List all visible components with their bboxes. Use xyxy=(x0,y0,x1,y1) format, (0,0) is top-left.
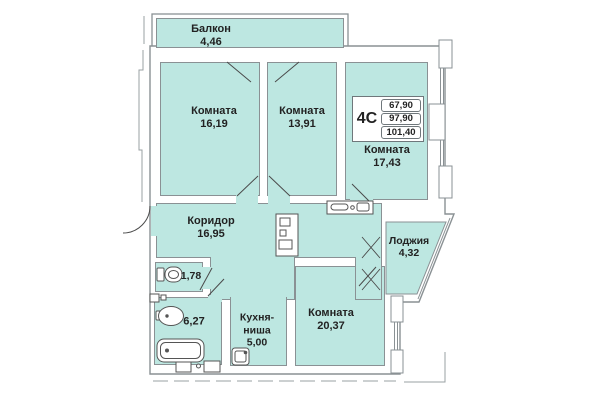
bathtub-icon xyxy=(156,338,205,363)
entrance-door-arc xyxy=(122,205,151,234)
room-area-label: 17,43 xyxy=(373,157,401,169)
label-kitchen: Кухня-ниша 5,00 xyxy=(232,311,282,349)
room-area-label: 20,37 xyxy=(317,320,345,332)
room-name-label: Кухня-ниша xyxy=(239,311,275,336)
label-loggia: Лоджия 4,32 xyxy=(389,235,429,259)
unit-area-values: 67,90 97,90 101,40 xyxy=(381,99,421,140)
room-area-label: 5,00 xyxy=(246,336,268,349)
door-swing-line xyxy=(207,278,225,297)
label-room-1: Комната 16,19 xyxy=(191,105,237,131)
unit-area-value: 97,90 xyxy=(381,112,421,126)
room-area-label: 13,91 xyxy=(288,118,316,130)
balcony-door-swing-line xyxy=(226,61,300,83)
door-opening xyxy=(208,295,222,302)
door-swing-line xyxy=(358,266,377,287)
room-name-label: Комната xyxy=(308,307,354,319)
room-loggia xyxy=(385,221,447,295)
window-glazing-right xyxy=(440,68,444,166)
room-area-label: 4,46 xyxy=(200,36,222,48)
door-swing-line xyxy=(199,267,213,291)
door-swing-line xyxy=(268,175,291,197)
door-opening xyxy=(236,195,258,204)
wall-pier xyxy=(428,103,446,141)
room-name-label: Комната xyxy=(364,144,410,156)
room-name-label: Балкон xyxy=(191,23,231,35)
kitchen-sink-icon xyxy=(231,347,250,366)
entrance-opening xyxy=(151,206,157,236)
room-area-label: 16,95 xyxy=(197,228,225,240)
label-room-4: Комната 20,37 xyxy=(308,307,354,333)
wall-pilaster xyxy=(438,39,453,69)
cabinet-icon xyxy=(275,213,299,257)
unit-info-box: 4С 67,90 97,90 101,40 xyxy=(352,96,424,142)
window-glazing-room4 xyxy=(394,322,398,350)
room-balcony xyxy=(156,18,344,48)
wall-pilaster xyxy=(438,165,453,199)
room-name-label: Лоджия xyxy=(388,235,430,247)
sink-icon xyxy=(155,306,184,326)
door-swing-line xyxy=(236,175,259,197)
shelf-icon xyxy=(149,293,167,303)
label-balcony: Балкон 4,46 xyxy=(191,23,231,49)
loggia-window-glazing xyxy=(417,217,451,300)
label-room-2: Комната 13,91 xyxy=(279,105,325,131)
room-name-label: Комната xyxy=(279,105,325,117)
room-area-label: 1,78 xyxy=(180,270,202,282)
toilet-icon xyxy=(156,266,183,283)
door-swing-line xyxy=(351,183,372,204)
door-opening xyxy=(268,195,290,204)
room-area-label: 4,32 xyxy=(398,247,420,259)
building-contour-left xyxy=(138,16,145,202)
unit-type-label: 4С xyxy=(356,110,378,127)
room-name-label: Комната xyxy=(191,105,237,117)
washing-machine-icon xyxy=(175,360,221,373)
unit-area-value: 101,40 xyxy=(381,126,421,140)
loggia-door-icon xyxy=(361,236,381,291)
unit-area-value: 67,90 xyxy=(381,99,421,112)
hall-connector xyxy=(210,257,295,300)
hall-loggia-strip xyxy=(355,257,382,300)
label-room-3: Комната 17,43 xyxy=(364,144,410,170)
building-contour-corner xyxy=(404,352,446,383)
label-wc: 1,78 xyxy=(181,270,201,282)
room-2 xyxy=(267,62,337,196)
label-bathroom: 6,27 xyxy=(183,316,204,329)
room-name-label: Коридор xyxy=(187,215,235,227)
room-1 xyxy=(160,62,260,196)
room-area-label: 6,27 xyxy=(183,315,205,328)
closet-icon xyxy=(326,200,374,215)
room-area-label: 16,19 xyxy=(200,118,228,130)
label-corridor: Коридор 16,95 xyxy=(187,215,234,241)
